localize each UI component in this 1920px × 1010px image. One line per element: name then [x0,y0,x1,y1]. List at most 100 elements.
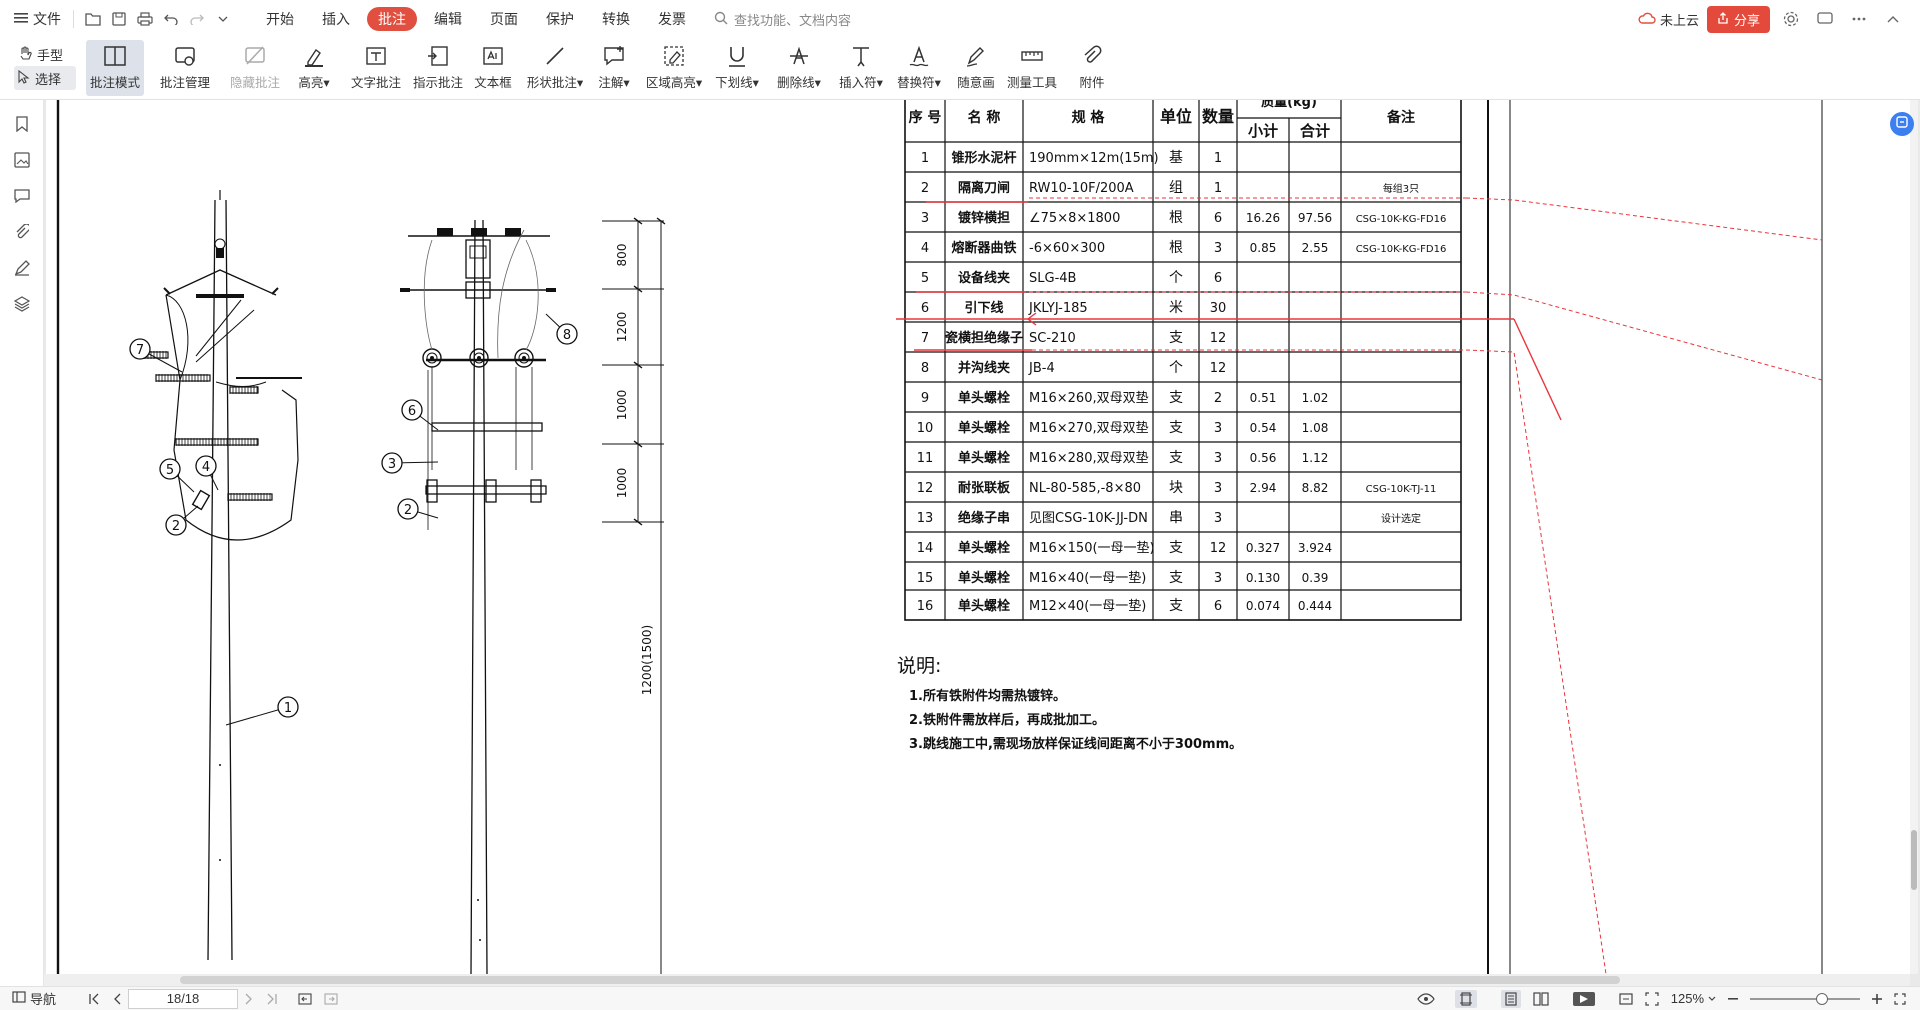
pointer-annotation-button[interactable]: 指示批注 [409,40,467,96]
table-cell: 6 [1214,211,1222,226]
more-icon[interactable] [1846,6,1872,32]
collapse-icon[interactable] [1880,6,1906,32]
table-cell: 支 [1169,450,1183,466]
save-icon[interactable] [106,6,132,32]
tab-invoice[interactable]: 发票 [658,11,686,27]
table-cell: M16×260,双母双垫 [1029,390,1149,406]
textbox-button[interactable]: 文本框 [471,40,515,96]
last-page-icon[interactable] [266,993,278,1005]
bookmark-icon[interactable] [0,106,44,142]
highlight-label: 高亮▾ [298,76,330,90]
table-cell: 根 [1169,210,1183,226]
select-label: 选择 [35,71,62,87]
tab-protect[interactable]: 保护 [546,11,574,27]
forward-icon[interactable] [324,992,338,1005]
hand-tool[interactable]: 手型 [14,42,76,66]
cloud-status[interactable]: 未上云 [1638,10,1699,29]
tab-insert[interactable]: 插入 [322,11,350,27]
table-cell: 16.26 [1246,211,1280,225]
hide-annotations-button[interactable]: 隐藏批注 [222,40,288,96]
note-button[interactable]: 注解▾ [594,40,634,96]
tab-edit[interactable]: 编辑 [434,11,462,27]
zoom-slider[interactable] [1750,992,1860,1005]
double-page-icon[interactable] [1533,991,1549,1006]
print-icon[interactable] [132,6,158,32]
zoom-select[interactable]: 125% [1671,991,1716,1006]
chevron-down-icon[interactable] [210,6,236,32]
text-annotation-button[interactable]: 文字批注 [347,40,405,96]
vertical-scrollbar[interactable] [1910,100,1918,974]
table-cell: 11 [917,451,934,466]
tab-page[interactable]: 页面 [490,11,518,27]
play-icon[interactable] [1572,991,1595,1006]
share-button[interactable]: 分享 [1706,5,1770,33]
paperclip-icon[interactable] [0,214,44,250]
table-cell: 单头螺栓 [958,390,1010,406]
annotation-manage-button[interactable]: 批注管理 [152,40,218,96]
scrollbar-thumb[interactable] [1911,830,1917,890]
comments-icon[interactable] [0,178,44,214]
fit-width-icon[interactable] [1619,992,1633,1005]
table-cell: 单头螺栓 [958,570,1010,586]
table-cell: 绝缘子串 [958,510,1010,526]
zoom-in-button[interactable] [1872,993,1882,1004]
comment-icon[interactable] [1812,6,1838,32]
zoom-slider-handle[interactable] [1816,992,1828,1005]
center-mark [219,859,221,861]
note-icon [602,42,626,70]
highlight-button[interactable]: 高亮▾ [294,40,334,96]
fullscreen-icon[interactable] [1894,992,1906,1005]
attachment-button[interactable]: 附件 [1074,40,1110,96]
table-cell: 3 [1214,451,1222,466]
measure-tool-label: 测量工具 [1006,76,1057,90]
tab-home[interactable]: 开始 [266,11,294,27]
open-icon[interactable] [80,6,106,32]
undo-icon[interactable] [158,6,184,32]
horizontal-scrollbar[interactable] [44,974,1910,986]
back-icon[interactable] [298,992,312,1005]
single-page-icon[interactable] [1454,989,1477,1008]
center-mark [479,939,481,941]
next-page-icon[interactable] [244,993,254,1005]
underline-button[interactable]: 下划线▾ [712,40,762,96]
floating-button[interactable] [1890,112,1914,136]
redo-icon[interactable] [184,6,210,32]
callout-number: 2 [404,503,412,518]
nav-toggle[interactable]: 导航 [12,989,56,1008]
replace-mark-button[interactable]: 替换符▾ [893,40,945,96]
signature-icon[interactable] [0,250,44,286]
continuous-icon[interactable] [1500,989,1521,1008]
strikethrough-label: 删除线▾ [777,76,821,90]
table-cell: 块 [1169,480,1183,496]
fit-page-icon[interactable] [1645,991,1659,1006]
eye-icon[interactable] [1417,992,1435,1005]
table-cell: SLG-4B [1029,271,1076,286]
tab-annotate[interactable]: 批注 [367,7,417,31]
note-label: 注解▾ [598,76,630,90]
layers-icon[interactable] [0,286,44,322]
insert-mark-button[interactable]: 插入符▾ [835,40,887,96]
gear-icon[interactable] [1778,6,1804,32]
file-menu[interactable]: 文件 [8,5,67,33]
callout-number: 4 [202,460,210,475]
tab-convert[interactable]: 转换 [602,11,630,27]
measure-tool-button[interactable]: 测量工具 [1003,40,1061,96]
strikethrough-button[interactable]: 删除线▾ [773,40,825,96]
table-cell: 3 [1214,571,1222,586]
shape-annotation-button[interactable]: 形状批注▾ [524,40,586,96]
area-highlight-button[interactable]: 区域高亮▾ [642,40,706,96]
scrollbar-thumb[interactable] [180,976,1620,984]
search-box[interactable]: 查找功能、文档内容 [714,10,851,29]
zoom-out-button[interactable] [1728,997,1738,1000]
table-cell: 0.444 [1298,599,1332,613]
freehand-draw-button[interactable]: 随意画 [955,40,997,96]
page-number-input[interactable]: 18/18 [128,988,239,1009]
right-actions: 未上云 分享 [1638,0,1920,38]
select-tool[interactable]: 选择 [14,66,76,90]
table-cell: 锥形水泥杆 [951,150,1016,166]
thumbnail-icon[interactable] [0,142,44,178]
annotate-mode-button[interactable]: 批注模式 [86,40,144,96]
prev-page-icon[interactable] [112,993,122,1005]
first-page-icon[interactable] [88,993,100,1005]
